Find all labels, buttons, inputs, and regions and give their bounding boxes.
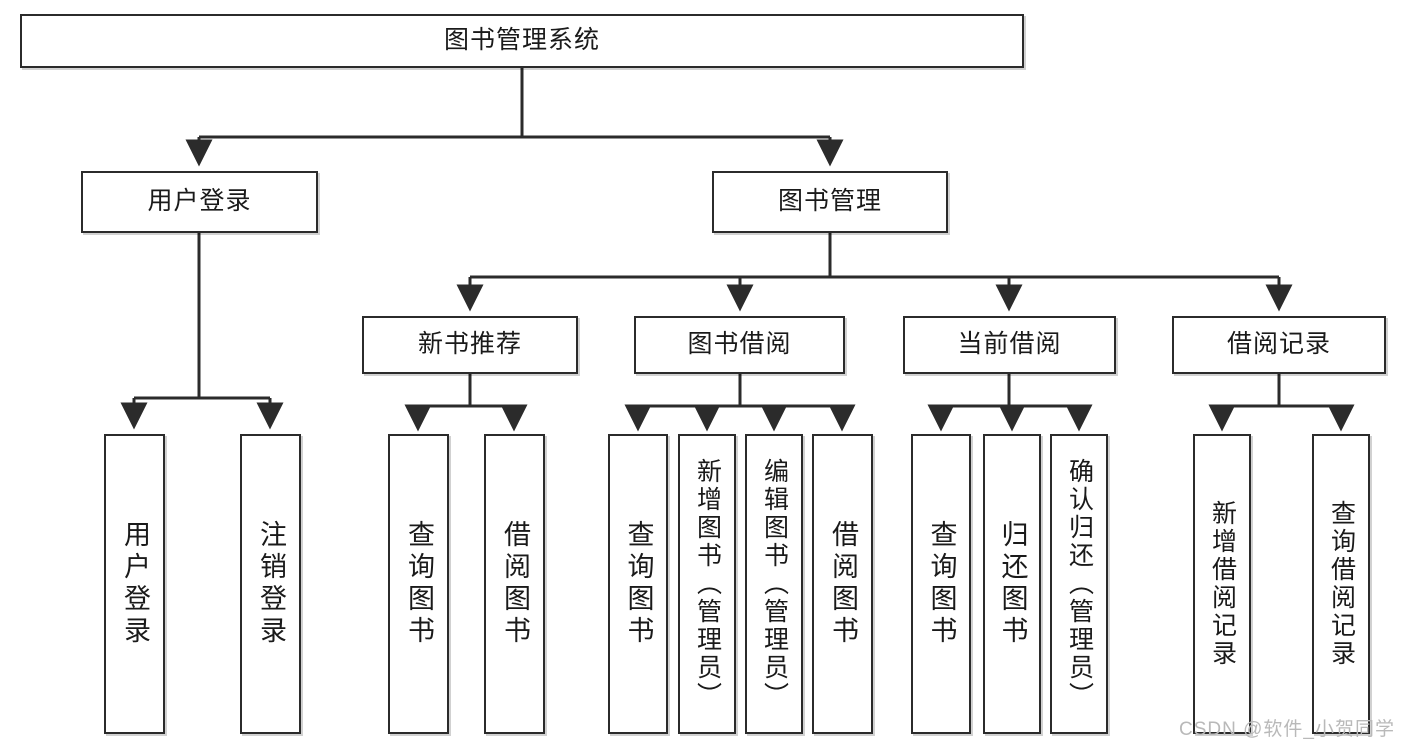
node-leaf-confirm-return[interactable]: 确认归还（管理员） [1050, 434, 1108, 734]
node-leaf-add-borrow-record[interactable]: 新增借阅记录 [1193, 434, 1251, 734]
node-leaf-query-book-3[interactable]: 查询图书 [911, 434, 971, 734]
node-leaf-borrow-book-2-label: 借阅图书 [828, 520, 858, 648]
node-leaf-borrow-book-2[interactable]: 借阅图书 [812, 434, 873, 734]
node-book-management-label: 图书管理 [777, 187, 882, 216]
node-leaf-query-book-2-label: 查询图书 [623, 520, 654, 648]
node-leaf-query-book-3-label: 查询图书 [926, 520, 957, 648]
node-leaf-query-borrow-record-label: 查询借阅记录 [1327, 500, 1356, 668]
node-leaf-user-login-label: 用户登录 [120, 520, 150, 648]
node-current-borrow-label: 当前借阅 [957, 330, 1062, 359]
node-borrow-records-label: 借阅记录 [1226, 330, 1331, 359]
node-leaf-return-book[interactable]: 归还图书 [983, 434, 1041, 734]
node-borrow-records[interactable]: 借阅记录 [1172, 316, 1386, 374]
node-root[interactable]: 图书管理系统 [20, 14, 1024, 68]
node-leaf-edit-book-label: 编辑图书（管理员） [760, 458, 789, 710]
node-leaf-borrow-book-1-label: 借阅图书 [500, 520, 530, 648]
node-leaf-add-borrow-record-label: 新增借阅记录 [1208, 500, 1237, 668]
node-leaf-query-book-1-label: 查询图书 [404, 520, 434, 648]
node-book-management[interactable]: 图书管理 [712, 171, 948, 233]
node-leaf-add-book[interactable]: 新增图书（管理员） [678, 434, 736, 734]
csdn-watermark: CSDN @软件_小贺同学 [1179, 719, 1395, 740]
node-leaf-edit-book[interactable]: 编辑图书（管理员） [745, 434, 803, 734]
node-root-label: 图书管理系统 [443, 26, 600, 55]
node-user-login-label: 用户登录 [147, 187, 252, 216]
node-leaf-user-login[interactable]: 用户登录 [104, 434, 165, 734]
node-leaf-add-book-label: 新增图书（管理员） [693, 458, 722, 710]
node-current-borrow[interactable]: 当前借阅 [903, 316, 1116, 374]
node-leaf-query-book-2[interactable]: 查询图书 [608, 434, 668, 734]
node-book-borrow[interactable]: 图书借阅 [634, 316, 845, 374]
node-leaf-return-book-label: 归还图书 [997, 520, 1028, 648]
node-leaf-query-book-1[interactable]: 查询图书 [388, 434, 449, 734]
node-leaf-confirm-return-label: 确认归还（管理员） [1065, 458, 1094, 710]
node-user-login[interactable]: 用户登录 [81, 171, 318, 233]
node-leaf-query-borrow-record[interactable]: 查询借阅记录 [1312, 434, 1370, 734]
node-leaf-borrow-book-1[interactable]: 借阅图书 [484, 434, 545, 734]
node-new-book-recommend-label: 新书推荐 [417, 330, 522, 359]
node-leaf-user-logout-label: 注销登录 [256, 520, 286, 648]
node-book-borrow-label: 图书借阅 [687, 330, 792, 359]
node-new-book-recommend[interactable]: 新书推荐 [362, 316, 578, 374]
node-leaf-user-logout[interactable]: 注销登录 [240, 434, 301, 734]
